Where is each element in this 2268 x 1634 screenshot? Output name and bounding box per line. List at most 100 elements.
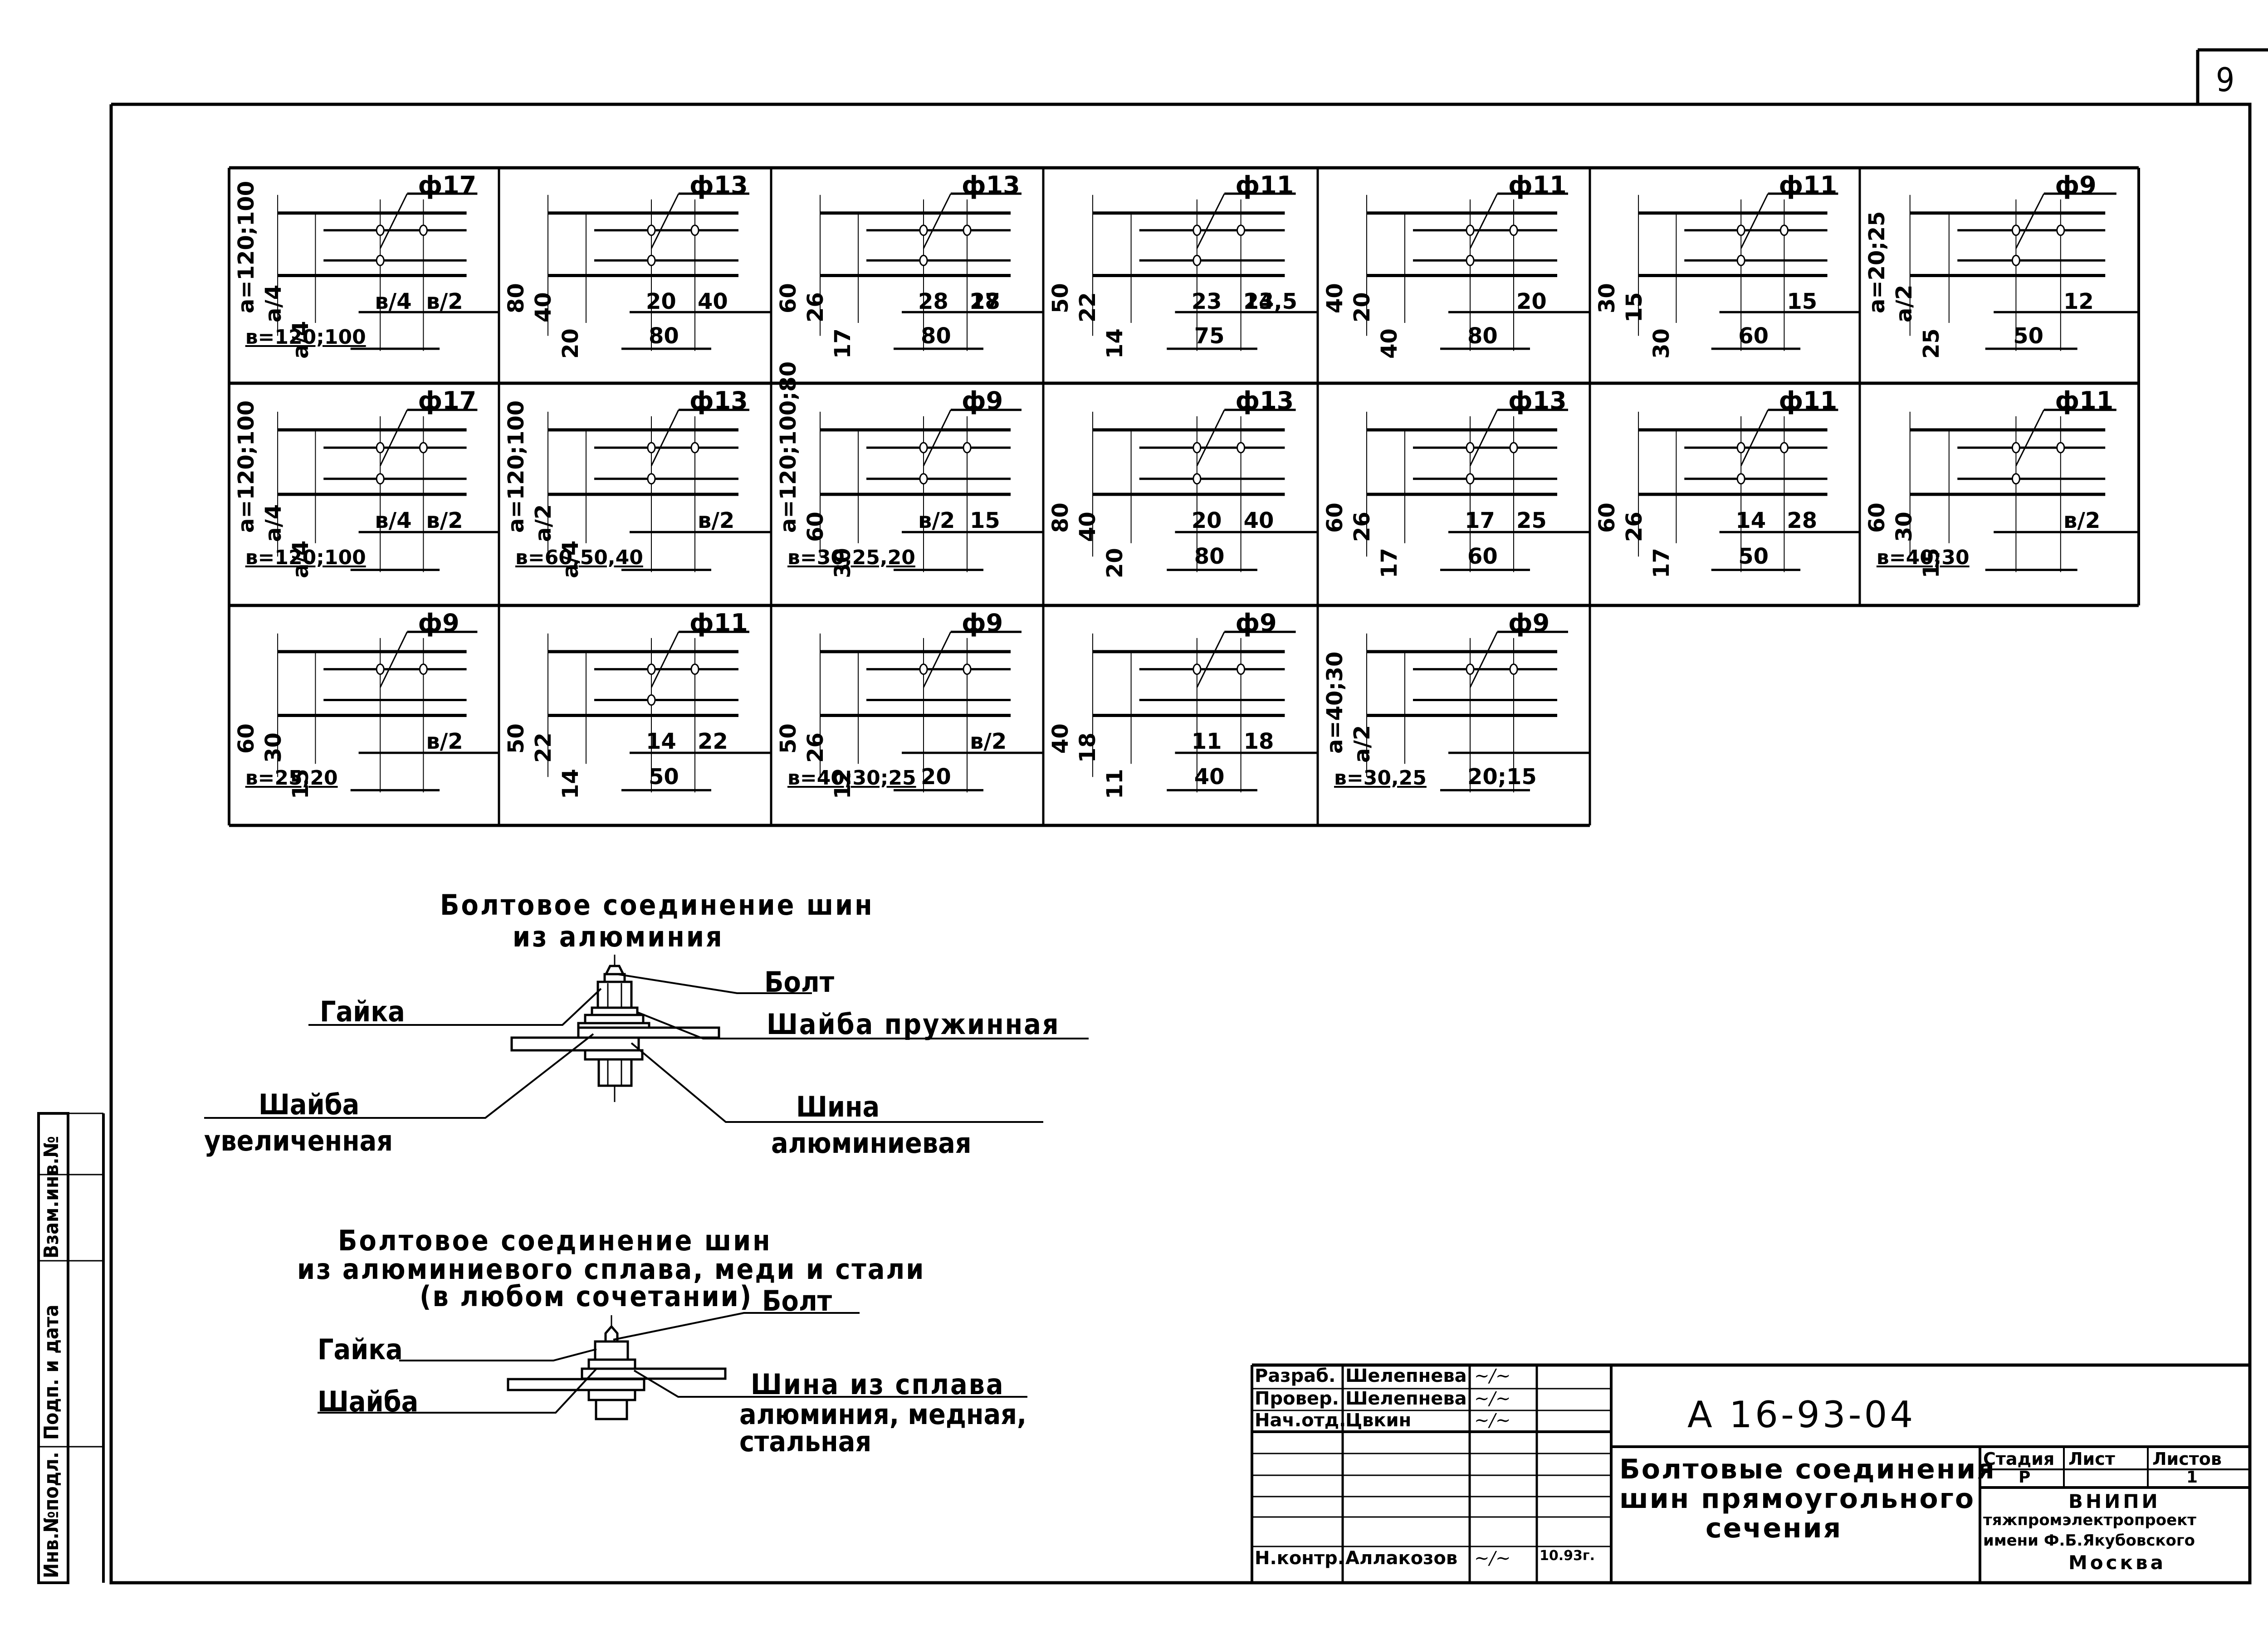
sketch-line [379, 631, 408, 688]
dimension-label: 20 [558, 328, 583, 359]
joint-cell [771, 605, 1043, 825]
bolt-hole [1779, 224, 1789, 236]
bolt-hole [963, 224, 972, 236]
joint-cell [1860, 383, 2139, 605]
dimension-label: а=120;100 [234, 400, 259, 533]
dimension-label: 26 [803, 732, 828, 763]
dimension-label: 80 [1048, 502, 1073, 533]
joint-cell [1590, 168, 1860, 383]
dimension-label: 17 [830, 328, 855, 359]
dimension-label: 14 [1735, 508, 1766, 534]
dimension-label: а/2 [531, 504, 556, 542]
dimension-label: 30 [261, 732, 286, 763]
dimension-label: а=120;100 [234, 181, 259, 314]
assembly-alloy-title-3: (в любом сочетании) [420, 1280, 753, 1313]
dimension-label: 50 [503, 723, 529, 754]
joint-cell [499, 605, 771, 825]
dimension-label: 23 [1243, 288, 1274, 314]
joint-cell [229, 168, 499, 383]
person-name: Цвкин [1345, 1410, 1412, 1431]
person-name: Аллакозов [1345, 1548, 1458, 1569]
bolt-hole [376, 663, 385, 675]
dimension-label: 50 [2013, 323, 2044, 349]
dimension-label: а=40;30 [1322, 651, 1348, 754]
assembly-alloy-drawing [507, 1315, 727, 1420]
label-bolt-2: Болт [762, 1284, 832, 1317]
hole-diameter-label: ф11 [2055, 386, 2114, 415]
joint-cell [229, 605, 499, 825]
sketch-line [379, 410, 408, 466]
label-washer-1: Шайба [259, 1088, 360, 1121]
dimension-label: в/2 [918, 508, 955, 534]
dimension-label: 25 [1919, 328, 1944, 359]
dimension-label: 40 [1075, 511, 1100, 542]
dimension-label: 17 [1377, 547, 1402, 578]
bolt-hole [1193, 442, 1202, 454]
sketch-line [1196, 410, 1225, 466]
dimension-label: 15 [970, 508, 1000, 534]
dimension-label: 20;15 [1467, 764, 1537, 790]
dimension-label: в/2 [426, 729, 463, 755]
dimension-label: в=120;100 [245, 325, 366, 349]
hole-diameter-label: ф13 [1508, 386, 1567, 415]
hole-diameter-label: ф11 [689, 609, 748, 637]
joint-cell [499, 383, 771, 605]
assembly-alloy-title-1: Болтовое соединение шин [338, 1224, 772, 1257]
dimension-label: 26 [1349, 511, 1375, 542]
dimension-label: 26 [1622, 511, 1647, 542]
sketch-line [2015, 193, 2045, 249]
dimension-label: 80 [1467, 323, 1498, 349]
dimension-label: 25 [1516, 508, 1547, 534]
side-stamp-sign-date: Подп. и дата [40, 1304, 63, 1440]
hole-diameter-label: ф9 [962, 609, 1003, 637]
dimension-label: 60 [1467, 543, 1498, 569]
dimension-label: в=30,25 [1334, 766, 1427, 790]
dimension-label: в/2 [970, 729, 1007, 755]
signature-scribble: ~∕~ [1474, 1548, 1511, 1569]
dimension-label: 28 [1787, 508, 1818, 534]
side-stamp-replaced-inv: Взам.инв.№ [40, 1136, 63, 1258]
joint-cell [1318, 383, 1590, 605]
label-spring-washer: Шайба пружинная [767, 1008, 1060, 1041]
hole-diameter-label: ф13 [1235, 386, 1294, 415]
dimension-label: в=30,25,20 [787, 546, 915, 569]
label-nut: Гайка [320, 995, 405, 1028]
drawing-title-1: Болтовые соединения [1619, 1454, 1996, 1485]
joint-cell [771, 383, 1043, 605]
bolt-hole [647, 694, 656, 706]
dimension-label: 50 [776, 723, 801, 754]
label-bus-1: Шина [796, 1090, 880, 1123]
sketch-line [2015, 410, 2045, 466]
bolt-hole [1193, 224, 1202, 236]
hole-diameter-label: ф13 [689, 171, 748, 200]
bolt-hole [376, 254, 385, 266]
dimension-label: 20 [646, 288, 676, 314]
sketch-line [1469, 631, 1498, 688]
bolt-hole [1466, 254, 1475, 266]
dimension-label: 80 [649, 323, 679, 349]
hole-diameter-label: ф17 [418, 171, 477, 200]
dimension-label: 18 [1243, 729, 1274, 755]
dimension-label: 40 [1243, 508, 1274, 534]
signature-scribble: ~∕~ [1474, 1366, 1511, 1386]
dimension-label: 14 [646, 729, 676, 755]
dimension-label: 22 [1075, 292, 1100, 323]
dimension-label: 40 [1194, 764, 1225, 790]
dimension-label: а/2 [1349, 725, 1375, 763]
label-washer-plain: Шайба [318, 1385, 419, 1418]
bolt-hole [2056, 224, 2065, 236]
joint-cell [499, 168, 771, 383]
bolt-hole [690, 663, 699, 675]
label-alloy-bus-1: Шина из сплава [751, 1368, 1005, 1401]
dimension-label: 17 [1465, 508, 1495, 534]
bolt-hole [376, 224, 385, 236]
bolt-hole [1509, 663, 1518, 675]
dimension-label: 75 [1194, 323, 1225, 349]
dimension-label: 20 [1349, 292, 1375, 323]
side-stamp-inv-original: Инв.№подл. [40, 1452, 63, 1578]
bolt-hole [1237, 663, 1246, 675]
org-line-1: ВНИПИ [2068, 1490, 2160, 1512]
dimension-label: в/4 [375, 288, 412, 314]
dimension-label: 40 [1048, 723, 1073, 754]
dimension-label: 30 [1649, 328, 1674, 359]
